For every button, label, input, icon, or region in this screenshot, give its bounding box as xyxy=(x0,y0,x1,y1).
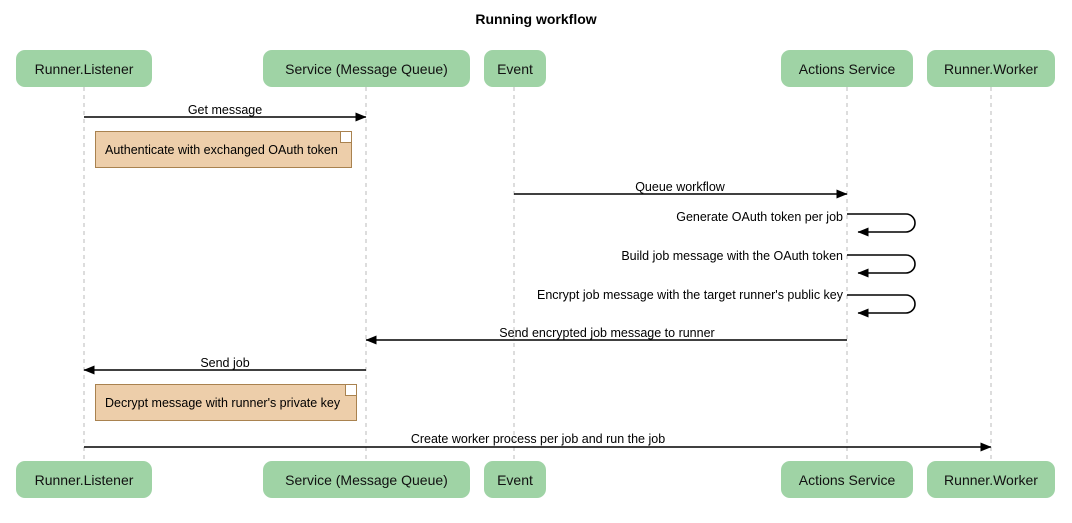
participant-actions-service-top[interactable]: Actions Service xyxy=(781,50,913,87)
participant-label: Actions Service xyxy=(798,60,896,77)
participant-label: Event xyxy=(497,471,533,488)
note-label: Decrypt message with runner's private ke… xyxy=(105,395,341,410)
participant-service-message-queue-top[interactable]: Service (Message Queue) xyxy=(263,50,470,87)
message-arrows-layer xyxy=(83,112,992,452)
message-label-build-job-message-with-the-oauth-token: Build job message with the OAuth token xyxy=(621,249,843,263)
participant-runner-listener-top[interactable]: Runner.Listener xyxy=(16,50,152,87)
participant-service-message-queue-bottom[interactable]: Service (Message Queue) xyxy=(263,461,470,498)
note-folded-corner-icon xyxy=(340,132,351,143)
participant-runner-worker-top[interactable]: Runner.Worker xyxy=(927,50,1055,87)
message-label-send-job: Send job xyxy=(200,356,250,370)
participant-label: Actions Service xyxy=(798,471,896,488)
participant-label: Service (Message Queue) xyxy=(285,471,448,488)
lifelines-layer xyxy=(83,87,992,461)
participant-label: Runner.Listener xyxy=(34,60,134,77)
note-label: Authenticate with exchanged OAuth token xyxy=(105,142,338,157)
page-title: Running workflow xyxy=(475,11,597,27)
participant-label: Event xyxy=(497,60,533,77)
message-label-get-message: Get message xyxy=(187,103,263,117)
participant-label: Service (Message Queue) xyxy=(285,60,448,77)
message-arrow-encrypt-job-message-with-the-target-runners-public-key xyxy=(847,294,916,318)
message-label-queue-workflow: Queue workflow xyxy=(635,180,725,194)
participant-runner-worker-bottom[interactable]: Runner.Worker xyxy=(927,461,1055,498)
message-label-generate-oauth-token-per-job: Generate OAuth token per job xyxy=(676,210,843,224)
message-label-encrypt-job-message-with-the-target-runners-public-key: Encrypt job message with the target runn… xyxy=(536,288,843,302)
note-decrypt-message-with-runners-private-key: Decrypt message with runner's private ke… xyxy=(95,384,357,421)
participant-label: Runner.Worker xyxy=(944,471,1038,488)
note-folded-corner-icon xyxy=(345,385,356,396)
message-arrow-build-job-message-with-the-oauth-token xyxy=(847,254,916,278)
participant-actions-service-bottom[interactable]: Actions Service xyxy=(781,461,913,498)
participant-runner-listener-bottom[interactable]: Runner.Listener xyxy=(16,461,152,498)
message-arrow-generate-oauth-token-per-job xyxy=(847,213,916,237)
message-label-create-worker-process-per-job-and-run-the-job: Create worker process per job and run th… xyxy=(410,432,666,446)
participant-event-bottom[interactable]: Event xyxy=(484,461,546,498)
participant-label: Runner.Worker xyxy=(944,60,1038,77)
participant-event-top[interactable]: Event xyxy=(484,50,546,87)
message-label-send-encrypted-job-message-to-runner: Send encrypted job message to runner xyxy=(499,326,715,340)
participant-label: Runner.Listener xyxy=(34,471,134,488)
note-authenticate-with-exchanged-oauth-token: Authenticate with exchanged OAuth token xyxy=(95,131,352,168)
